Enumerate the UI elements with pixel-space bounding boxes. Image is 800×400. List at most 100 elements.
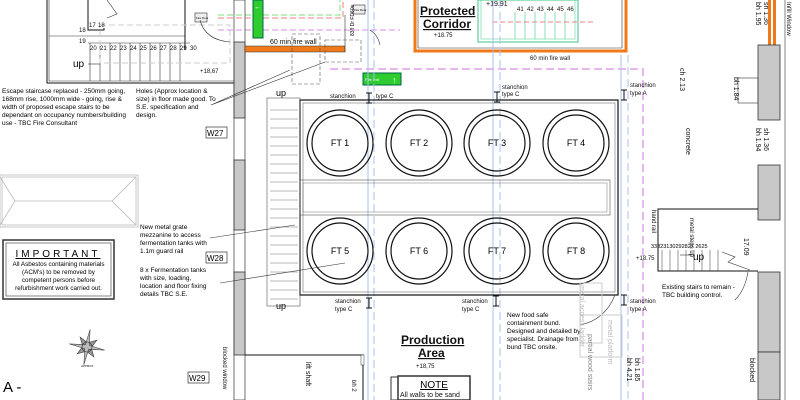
step-number: 25 [140, 46, 147, 52]
holes-note: Holes (Approx location & size) in floor … [136, 88, 216, 119]
important-text: All Asbestos containing materials (ACM's… [12, 261, 105, 292]
sheet-label: A - [3, 379, 21, 396]
stair-level: +18.75 [636, 256, 655, 262]
window-tag: W27 [207, 129, 224, 138]
tank-label: FT 3 [488, 138, 506, 148]
fermentation-tank: FT 8 [542, 217, 610, 285]
existing-stair: hand rail metal steps up 33323130292827 … [636, 208, 758, 272]
corridor-title: Protected [420, 4, 475, 18]
material-label: concrete [684, 128, 691, 155]
up-label: up [73, 59, 85, 70]
infill-window-label: Infill Window [785, 2, 791, 36]
fire-wall-label: 60 min fire wall [270, 39, 317, 46]
production-area-title: Production [401, 333, 464, 347]
compass-icon: APPROX [69, 329, 105, 368]
tank-label: FT 6 [410, 246, 428, 256]
tank-label: FT 4 [567, 138, 585, 148]
step-number: 45 [557, 7, 564, 13]
stanchion-type: type C [462, 307, 480, 313]
up-label: up [276, 88, 286, 98]
tank-label: FT 5 [331, 246, 349, 256]
up-label: up [276, 301, 286, 311]
step-number: 22 [110, 46, 117, 52]
tank-label: FT 7 [488, 246, 506, 256]
step-number: 18 [79, 28, 86, 34]
height-label: bh 1.95 [754, 2, 761, 25]
stanchion-label: stanchion [462, 299, 488, 305]
fermentation-tank: FT 4 [542, 109, 610, 177]
exit-sign: ← [252, 0, 264, 39]
bund-note: New food safe containment bund. Designed… [507, 312, 581, 351]
production-area-level: +18,75 [416, 364, 435, 370]
window-tag: W28 [207, 254, 224, 263]
tanks-note: 8 x Fermentation tanks with size, loadin… [140, 267, 207, 298]
ladder-label: metal access ladder [578, 285, 585, 348]
fire-door-tag [352, 4, 366, 15]
blocked-label: blocked [748, 358, 755, 382]
step-number: 28 [170, 46, 177, 52]
stanchion-type: type C [502, 92, 520, 98]
fermentation-tank: FT 5 [306, 217, 374, 285]
leader-line [210, 61, 326, 106]
compass-label: APPROX [81, 364, 94, 368]
stanchion-label: stanchion [335, 299, 361, 305]
fermentation-tank: FT 2 [385, 109, 453, 177]
fermentation-tank: FT 6 [385, 217, 453, 285]
height-label: bh 1.84 [732, 77, 739, 100]
height-label: bh 4.21 [625, 358, 632, 381]
up-label: up [693, 252, 705, 263]
fire-wall [244, 45, 346, 53]
corridor-title: Corridor [423, 17, 471, 31]
arrow-up-icon: ↑ [392, 75, 397, 85]
height-label: bh 1.94 [754, 128, 761, 151]
dimension-label: 17.09 [742, 238, 749, 256]
step-number: 46 [567, 7, 574, 13]
tank-label: FT 1 [331, 138, 349, 148]
corridor-level: +18.75 [434, 33, 453, 39]
existing-stairs-note: Existing stairs to remain - TBC building… [662, 284, 735, 299]
step-number: 26 [150, 46, 157, 52]
note-title: NOTE [420, 380, 448, 391]
fire-door-tag [194, 12, 208, 23]
fermentation-tank: FT 1 [306, 109, 374, 177]
step-number: 41 [517, 7, 524, 13]
level-label: +18,67 [200, 69, 219, 75]
door-tag-text: Fire Door [196, 16, 209, 20]
stanchion-label: stanchion [330, 94, 356, 100]
upper-level: +19.91 [486, 1, 508, 8]
stanchion-type: type C [376, 94, 394, 100]
door-code: 838 Dr FD60s [350, 4, 356, 36]
exit-sign-text: Fire exit [365, 77, 380, 82]
stanchion-label: stanchion [630, 299, 656, 305]
tank-label: FT 8 [567, 246, 585, 256]
fermentation-tank: FT 7 [463, 217, 531, 285]
stanchion-label: stanchion [502, 85, 528, 91]
roof-outline [0, 174, 139, 228]
stanchion-type: type A [630, 91, 647, 97]
wood-stairs-label: partial wood stairs [586, 334, 593, 391]
ceiling-height: ch 2.13 [678, 68, 685, 91]
metal-steps-label: metal steps up [688, 218, 694, 258]
step-number: 30 [190, 46, 197, 52]
height-label: sh 1.36 [762, 128, 769, 151]
step-number: 19 [79, 39, 86, 45]
fermentation-tank: FT 3 [463, 109, 531, 177]
door-tag-text: Fire Door [354, 8, 367, 12]
arrow-left-icon: ← [254, 4, 261, 11]
stanchion-markers [366, 89, 627, 309]
exit-sign: Fire exit ↑ [362, 72, 402, 86]
window-tag: W29 [189, 374, 206, 383]
escape-stair-note: Escape staircase replaced - 250mm going,… [2, 88, 126, 127]
step-number: 27 [160, 46, 167, 52]
stair-numbers: 33323130292827 2625 [651, 244, 708, 250]
right-wall [757, 0, 786, 400]
hand-rail-label: hand rail [650, 210, 656, 233]
step-number: 18 [98, 23, 105, 29]
blocked-window-label: blocked window [221, 347, 227, 390]
step-number: 43 [537, 7, 544, 13]
height-label: sh 1.36 [762, 2, 769, 25]
stanchion-type: type C [335, 307, 353, 313]
